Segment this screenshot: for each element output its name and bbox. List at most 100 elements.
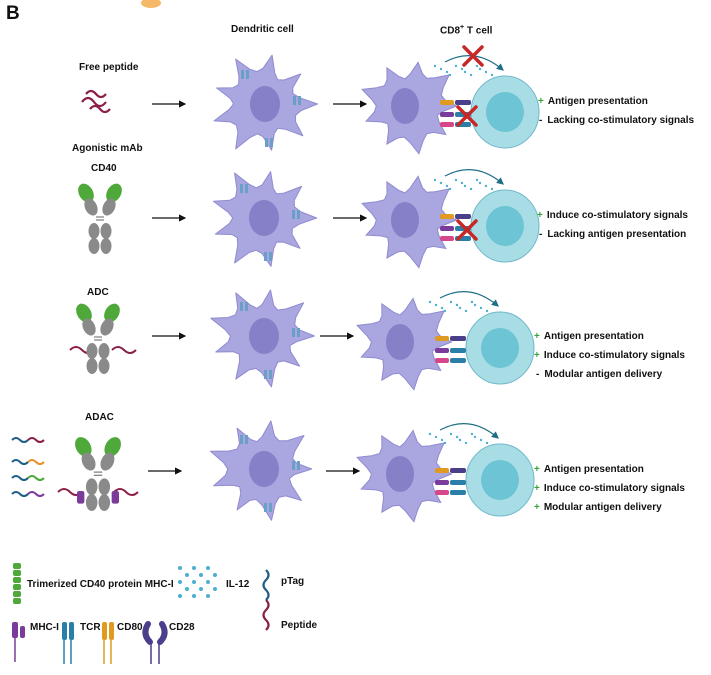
il12-dot [454,64,458,68]
antibody-arm [81,452,96,471]
il12-dot [213,573,217,577]
legend-label-peptide: Peptide [281,620,318,631]
il12-dot [178,580,182,584]
row-free-peptide [81,89,368,114]
receptor [297,461,300,470]
il12-dots [433,178,494,191]
antibody-fab [106,183,122,203]
dc-nucleus [391,88,419,124]
cross-icon [456,105,478,127]
antibody [76,303,120,374]
il12-dot [470,432,474,436]
outcome-line: +Induce co-stimulatory signals [534,350,685,361]
il12-dot [199,573,203,577]
il12-dot [448,187,452,191]
outcome-text: Antigen presentation [547,96,648,107]
il12-dot [478,181,482,185]
antibody-fab [76,303,92,323]
receptor [292,328,295,337]
surface-receptors [240,435,300,512]
receptor [245,184,248,193]
antibody-fc [85,494,98,511]
antibody-arm [84,198,98,216]
cd40-segment [13,577,21,583]
outcome-text: Lacking co-stimulatory signals [547,115,695,126]
dc-nucleus [386,456,414,492]
il12-dot [458,438,462,442]
dendritic-cell [213,54,318,151]
cross-stroke [456,219,478,241]
receptor [264,370,267,379]
il12-dot [443,441,447,445]
cd80-chain [102,622,107,640]
legend-label-il12: IL-12 [226,579,250,590]
receptor [450,480,466,485]
tcell-nucleus [486,206,524,246]
mhc1-chain [20,626,25,638]
il12-dot [192,580,196,584]
tcr-chain [69,622,74,640]
ligand [435,358,449,363]
il12-dot [460,181,464,185]
immune-synapse [356,423,535,523]
receptor-pairs [435,468,466,495]
il12-dot [213,587,217,591]
receptor [270,138,273,147]
il12-dot [443,309,447,313]
cd28-icon [142,621,168,664]
cross-icon [462,45,484,67]
header-cd8-prefix: CD8 [440,25,461,37]
ptag-strand [262,569,270,601]
row-label-adac: ADAC [85,412,114,423]
il12-dot [192,566,196,570]
receptor [265,138,268,147]
il12-dot [460,67,464,71]
receptor [292,461,295,470]
row-label-agonistic-mab: Agonistic mAb [72,143,143,154]
il12-dot [455,303,459,307]
peptide-strand [89,104,111,114]
ligand [440,100,454,105]
antibody-fab [104,303,120,323]
secretion-arrow [444,169,504,185]
outcome-line: +Antigen presentation [534,464,644,475]
ligand [440,214,454,219]
il12-dot [455,435,459,439]
row-label-cd40: CD40 [91,163,117,174]
outcome-line: -Lacking antigen presentation [539,229,686,240]
antibody-fc [88,238,100,254]
outcome-text: Modular antigen delivery [543,502,662,513]
ligand [440,236,454,241]
il12-dot [206,594,210,598]
immune-synapse [356,291,535,391]
il12-dots [433,64,494,77]
dc-nucleus [249,318,279,354]
receptor [450,348,466,353]
minus-sign: - [539,229,543,240]
receptor [240,302,243,311]
receptor [245,302,248,311]
dc-nucleus [249,200,279,236]
receptor [269,252,272,261]
cd28-chain [142,621,153,645]
il12-dot [185,587,189,591]
il12-dot [490,73,494,77]
secretion-arrow [439,423,499,439]
receptor [264,503,267,512]
ligand [435,480,449,485]
peptide-strand [262,599,270,631]
receptor [297,328,300,337]
tcr-icon [62,622,74,664]
dc-nucleus [391,202,419,238]
legend-label-cd40-protein: Trimerized CD40 protein MHC-I [27,579,174,590]
il12-dot [485,441,489,445]
il12-dot [433,64,437,68]
outcome-line: +Induce co-stimulatory signals [537,210,688,221]
il12-dot [464,309,468,313]
il12-dot [448,73,452,77]
mhc1-icon [12,622,25,662]
antibody-fc [98,478,111,496]
il12-dot [440,438,444,442]
